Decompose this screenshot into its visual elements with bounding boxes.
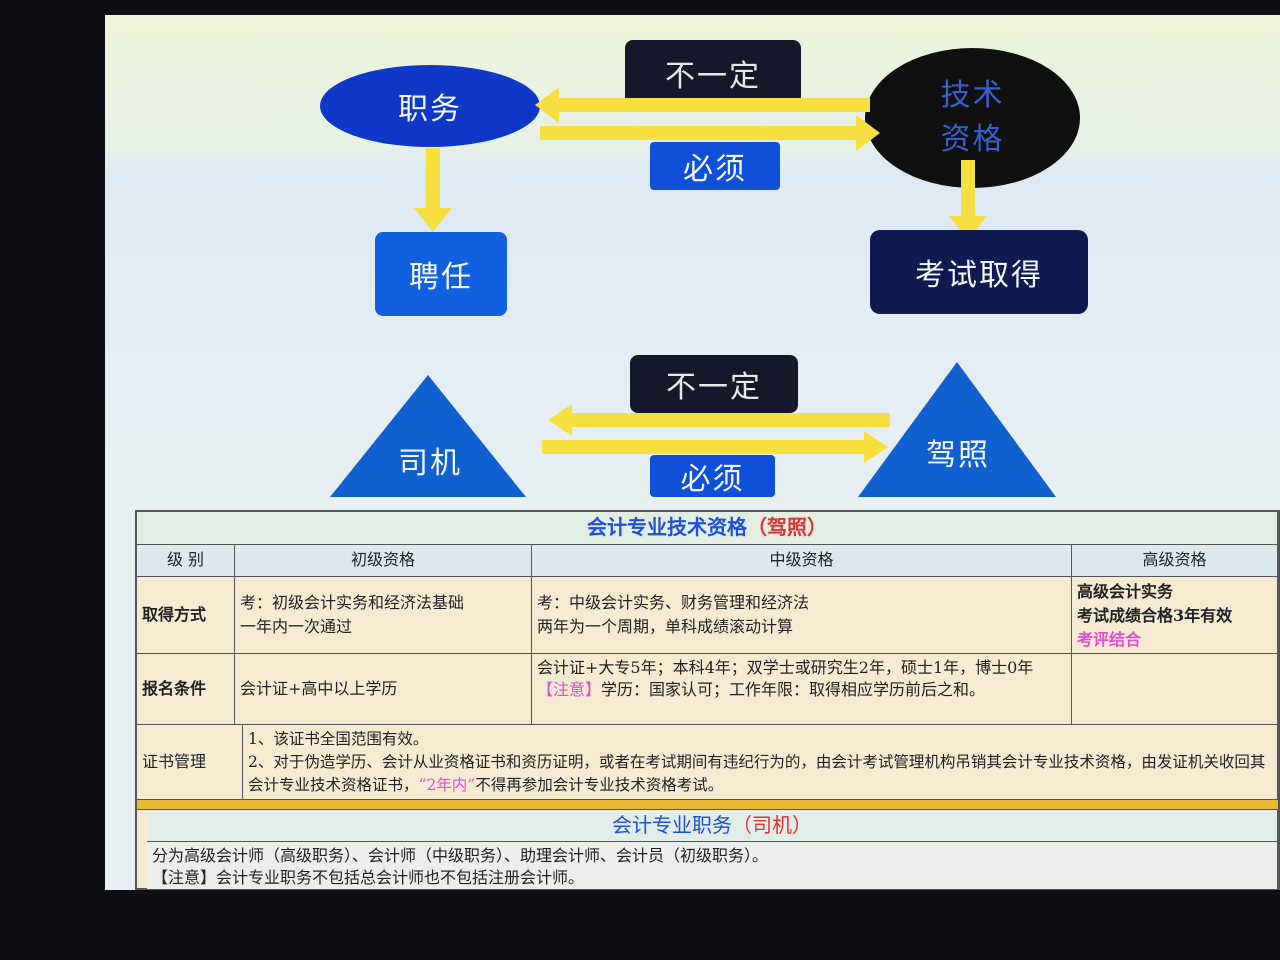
text: 考试成绩合格3年有效	[1077, 606, 1233, 625]
header-junior: 初级资格	[235, 545, 532, 577]
arrowhead-left-icon	[548, 404, 572, 436]
arrowhead-right-icon	[856, 115, 880, 151]
text: 高级会计实务	[1077, 582, 1174, 601]
text: 两年为一个周期，单科成绩滚动计算	[537, 617, 794, 636]
must-label: 必须	[680, 462, 745, 497]
header-mid: 中级资格	[532, 545, 1072, 577]
uncertain-label: 不一定	[666, 370, 762, 405]
senior-method: 高级会计实务考试成绩合格3年有效考评结合	[1072, 577, 1278, 654]
must-box-bottom: 必须	[650, 455, 775, 497]
arrow-left-bottom	[570, 413, 890, 427]
title-text: 会计专业技术资格	[587, 515, 747, 539]
exam-label: 考试取得	[915, 258, 1043, 293]
text: 一年内一次通过	[240, 617, 353, 636]
duty-title: 会计专业职务（司机）	[147, 810, 1278, 842]
qualification-label-2: 资格	[940, 122, 1005, 157]
arrow-left	[555, 98, 870, 112]
senior-note: 考评结合	[1077, 630, 1142, 649]
position-label: 职务	[398, 92, 462, 127]
arrowhead-down-icon	[414, 208, 452, 232]
license-triangle	[858, 362, 1056, 497]
text: 学历：国家认可；工作年限：取得相应学历前后之和。	[601, 680, 986, 699]
driver-label-wrap: 司机	[360, 440, 500, 481]
uncertain-box-bottom: 不一定	[630, 355, 798, 413]
junior-requirements: 会计证+高中以上学历	[235, 654, 532, 725]
arrowhead-left-icon	[535, 87, 559, 123]
header-senior: 高级资格	[1072, 545, 1278, 577]
exam-box: 考试取得	[870, 230, 1088, 314]
position-ellipse: 职务	[320, 65, 540, 147]
driver-triangle	[330, 375, 526, 497]
row-label-method: 取得方式	[137, 577, 235, 654]
mid-method: 考：中级会计实务、财务管理和经济法两年为一个周期，单科成绩滚动计算	[532, 577, 1072, 654]
divider-bar	[137, 800, 1278, 810]
driver-label: 司机	[398, 446, 462, 481]
text: 1、该证书全国范围有效。	[248, 730, 429, 748]
header-level: 级 别	[137, 545, 235, 577]
title-note: （驾照）	[747, 515, 827, 539]
table-title: 会计专业技术资格（驾照）	[137, 512, 1278, 545]
senior-requirements	[1072, 654, 1278, 725]
note: “2年内”	[418, 776, 476, 794]
must-label: 必须	[683, 152, 747, 187]
duty-content: 分为高级会计师（高级职务）、会计师（中级职务）、助理会计师、会计员（初级职务）。…	[147, 842, 1278, 890]
license-label-wrap: 驾照	[888, 432, 1028, 473]
junior-method: 考：初级会计实务和经济法基础一年内一次通过	[235, 577, 532, 654]
qualification-table: 会计专业技术资格（驾照） 级 别 初级资格 中级资格 高级资格 取得方式 考：初…	[135, 510, 1280, 890]
cert-content: 1、该证书全国范围有效。 2、对于伪造学历、会计从业资格证书和资历证明，或者在考试…	[243, 725, 1278, 800]
text: 【注意】会计专业职务不包括总会计师也不包括注册会计师。	[152, 868, 585, 887]
mid-requirements: 会计证+大专5年；本科4年；双学士或研究生2年，硕士1年，博士0年 【注意】学历…	[532, 654, 1072, 725]
uncertain-label: 不一定	[665, 59, 761, 94]
arrow-right-bottom	[542, 440, 866, 454]
arrow-right	[540, 126, 858, 140]
duty-title-text: 会计专业职务	[612, 813, 732, 837]
text: 考：初级会计实务和经济法基础	[240, 593, 465, 612]
appointment-label: 聘任	[409, 260, 473, 295]
arrow-down-right	[961, 160, 975, 218]
text: 考：中级会计实务、财务管理和经济法	[537, 593, 810, 612]
appointment-box: 聘任	[375, 232, 507, 316]
row-label-requirements: 报名条件	[137, 654, 235, 725]
arrow-down-left	[426, 148, 440, 210]
note: 【注意】	[537, 680, 602, 699]
qualification-circle: 技术资格	[865, 48, 1080, 188]
text: 会计证+大专5年；本科4年；双学士或研究生2年，硕士1年，博士0年	[537, 658, 1034, 677]
text: 分为高级会计师（高级职务）、会计师（中级职务）、助理会计师、会计员（初级职务）。	[152, 846, 769, 865]
text: 不得再参加会计专业技术资格考试。	[475, 776, 724, 794]
must-box-top: 必须	[650, 142, 780, 190]
duty-title-note: （司机）	[732, 813, 812, 837]
license-label: 驾照	[926, 438, 990, 473]
qualification-label-1: 技术	[940, 78, 1005, 113]
row-label-cert: 证书管理	[137, 725, 243, 800]
text: 2、对于伪造学历、会计从业资格证书和资历证明，或者在考试期间有违纪行为的，由会计…	[248, 753, 1266, 794]
uncertain-box-top: 不一定	[625, 40, 801, 106]
